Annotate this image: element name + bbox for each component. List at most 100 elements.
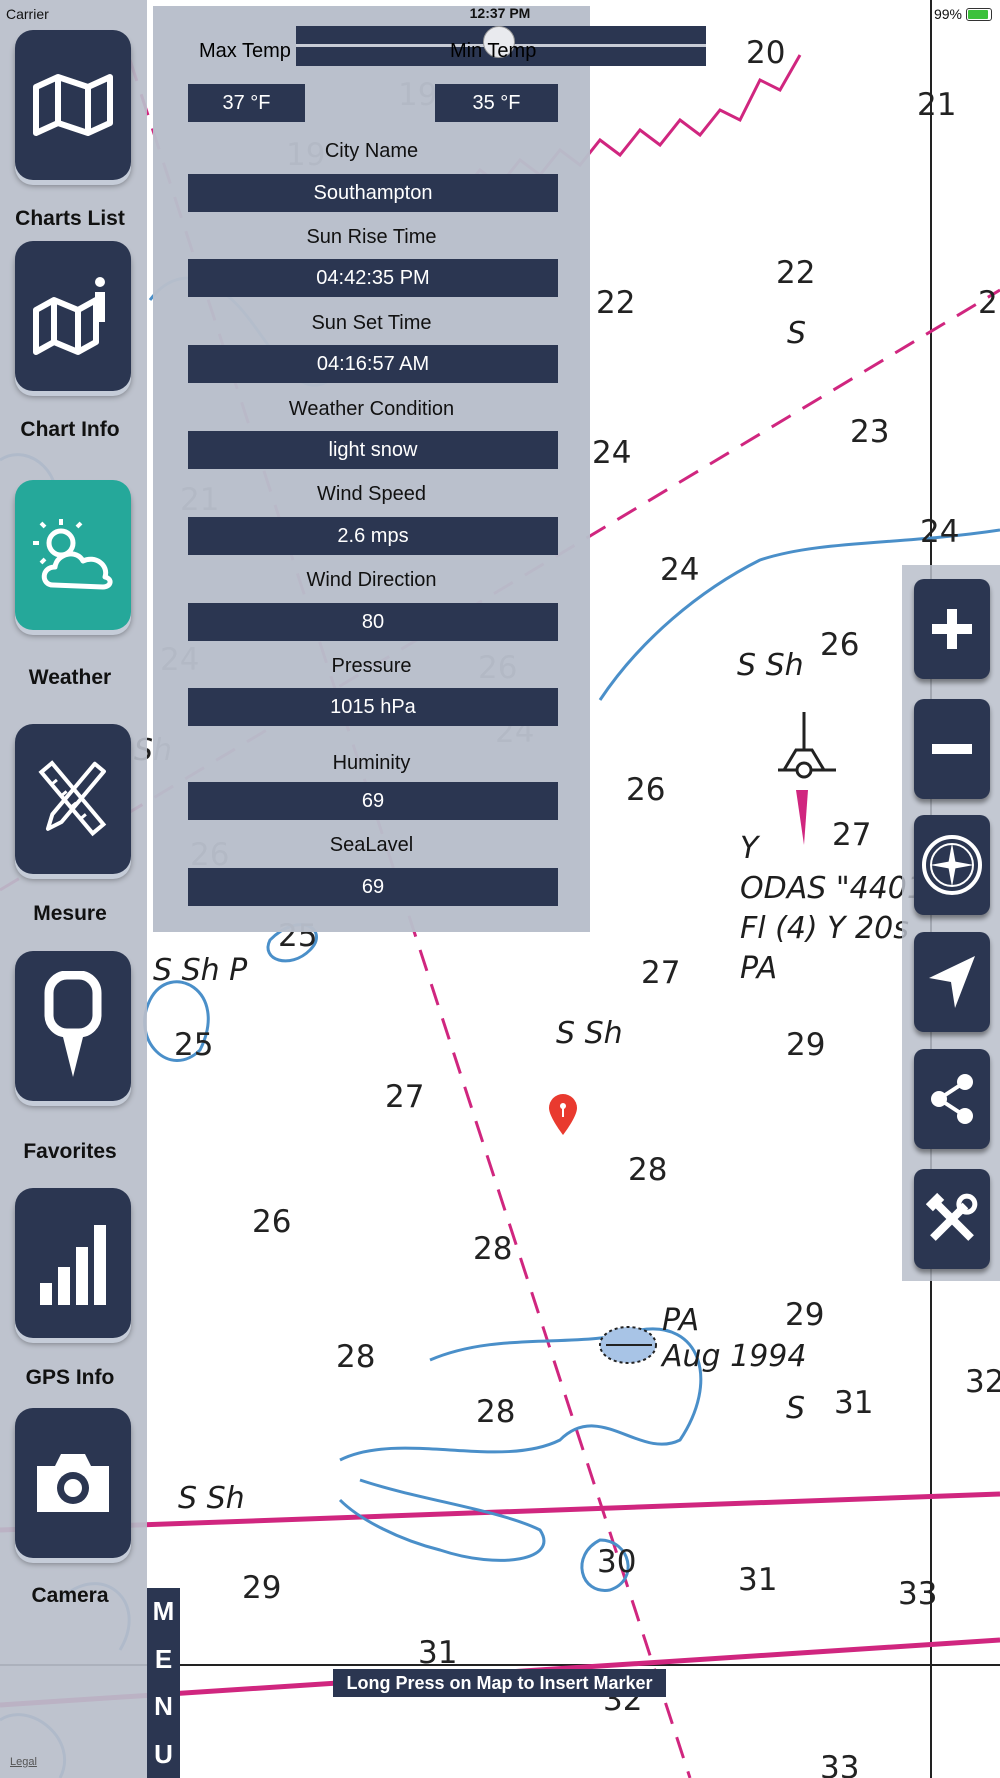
chart-info-button[interactable] <box>15 241 131 391</box>
svg-text:23: 23 <box>850 414 889 450</box>
measure-button[interactable] <box>15 724 131 874</box>
svg-text:S Sh: S Sh <box>737 648 804 683</box>
camera-button[interactable] <box>15 1408 131 1558</box>
svg-text:27: 27 <box>385 1079 424 1115</box>
svg-text:Y: Y <box>740 831 761 866</box>
sealevel-label: SeaLavel <box>329 834 414 856</box>
svg-text:Fl (4) Y 20s: Fl (4) Y 20s <box>740 911 909 946</box>
wind-direction-value: 80 <box>188 603 558 641</box>
map-marker-pin[interactable] <box>548 1093 578 1135</box>
compass-button[interactable] <box>914 815 990 915</box>
weather-panel: Max Temp Min Temp 37 °F 35 °F City Name … <box>153 6 706 932</box>
svg-text:28: 28 <box>473 1231 512 1267</box>
zoom-in-icon <box>932 609 972 649</box>
clock: 12:37 PM <box>469 5 531 21</box>
ruler-pencil-icon <box>38 760 107 837</box>
insert-marker-hint: Long Press on Map to Insert Marker <box>333 1669 666 1697</box>
tools-button[interactable] <box>914 1169 990 1269</box>
battery-icon <box>966 7 992 21</box>
zoom-in-button[interactable] <box>914 579 990 679</box>
svg-text:28: 28 <box>628 1152 667 1188</box>
sidebar-item-camera[interactable]: Camera <box>31 1584 109 1607</box>
sidebar-item-gps-info[interactable]: GPS Info <box>25 1366 115 1389</box>
svg-text:S: S <box>786 1391 805 1426</box>
svg-text:32: 32 <box>965 1364 1000 1400</box>
charts-list-button[interactable] <box>15 30 131 180</box>
city-name-label: City Name <box>324 140 419 162</box>
svg-text:S Sh: S Sh <box>556 1016 623 1051</box>
svg-text:24: 24 <box>920 514 959 550</box>
city-name-value: Southampton <box>188 174 558 212</box>
navigate-button[interactable] <box>914 932 990 1032</box>
status-bar: Carrier 12:37 PM 99% <box>0 0 1000 28</box>
svg-text:22: 22 <box>596 285 635 321</box>
svg-text:S Sh P: S Sh P <box>153 953 248 988</box>
max-temp-label: Max Temp <box>199 40 291 62</box>
svg-text:26: 26 <box>626 772 665 808</box>
humidity-value: 69 <box>188 782 558 820</box>
menu-toggle-tab[interactable]: M E N U <box>147 1588 180 1778</box>
map-icon <box>33 74 113 136</box>
compass-icon <box>922 835 982 895</box>
sidebar-item-weather[interactable]: Weather <box>28 666 112 689</box>
svg-text:S: S <box>787 316 806 351</box>
slider-thumb[interactable] <box>483 26 515 58</box>
sealevel-value: 69 <box>188 868 558 906</box>
sidebar-item-charts-list[interactable]: Charts List <box>15 207 125 230</box>
zoom-out-button[interactable] <box>914 699 990 799</box>
menu-letter: N <box>154 1691 173 1722</box>
favorites-button[interactable] <box>15 951 131 1101</box>
svg-text:29: 29 <box>242 1570 281 1606</box>
svg-text:31: 31 <box>738 1562 777 1598</box>
svg-text:22: 22 <box>776 255 815 291</box>
pressure-label: Pressure <box>331 655 412 677</box>
navigation-arrow-icon <box>929 956 975 1008</box>
weather-icon <box>33 519 113 590</box>
signal-bars-icon <box>40 1225 106 1305</box>
svg-text:S Sh: S Sh <box>178 1481 245 1516</box>
sunrise-label: Sun Rise Time <box>306 226 437 248</box>
svg-text:24: 24 <box>660 552 699 588</box>
share-button[interactable] <box>914 1049 990 1149</box>
svg-text:Aug 1994: Aug 1994 <box>660 1339 806 1374</box>
sidebar-item-measure[interactable]: Mesure <box>33 902 107 925</box>
svg-text:26: 26 <box>820 627 859 663</box>
min-temp-value: 35 °F <box>435 84 558 122</box>
svg-text:27: 27 <box>832 817 871 853</box>
left-sidebar: Charts List Chart Info Weather <box>0 0 147 1778</box>
sunrise-value: 04:42:35 PM <box>188 259 558 297</box>
wind-direction-label: Wind Direction <box>306 569 437 591</box>
camera-icon <box>37 1454 109 1512</box>
sidebar-item-chart-info[interactable]: Chart Info <box>20 418 120 441</box>
share-icon <box>931 1074 973 1124</box>
svg-text:29: 29 <box>785 1297 824 1333</box>
legal-link[interactable]: Legal <box>10 1756 37 1768</box>
humidity-label: Huminity <box>332 752 411 774</box>
battery-indicator: 99% <box>934 6 992 22</box>
wind-speed-value: 2.6 mps <box>188 517 558 555</box>
svg-text:28: 28 <box>336 1339 375 1375</box>
condition-label: Weather Condition <box>288 398 455 420</box>
sidebar-item-favorites[interactable]: Favorites <box>23 1140 117 1163</box>
svg-text:26: 26 <box>252 1204 291 1240</box>
pressure-value: 1015 hPa <box>188 688 558 726</box>
svg-text:28: 28 <box>476 1394 515 1430</box>
svg-text:33: 33 <box>898 1576 937 1612</box>
max-temp-value: 37 °F <box>188 84 305 122</box>
weather-button[interactable] <box>15 480 131 630</box>
condition-value: light snow <box>188 431 558 469</box>
gps-info-button[interactable] <box>15 1188 131 1338</box>
menu-letter: M <box>152 1596 175 1627</box>
svg-text:PA: PA <box>662 1303 699 1338</box>
zoom-out-icon <box>932 744 972 754</box>
carrier-label: Carrier <box>6 6 49 22</box>
pin-icon <box>44 971 102 1077</box>
battery-percent: 99% <box>933 6 962 22</box>
menu-letter: E <box>154 1643 173 1674</box>
svg-text:31: 31 <box>834 1385 873 1421</box>
menu-letter: U <box>154 1738 173 1769</box>
svg-text:20: 20 <box>746 35 785 71</box>
svg-text:PA: PA <box>740 951 777 986</box>
sunset-label: Sun Set Time <box>311 312 432 334</box>
buoy-symbol <box>778 712 836 779</box>
